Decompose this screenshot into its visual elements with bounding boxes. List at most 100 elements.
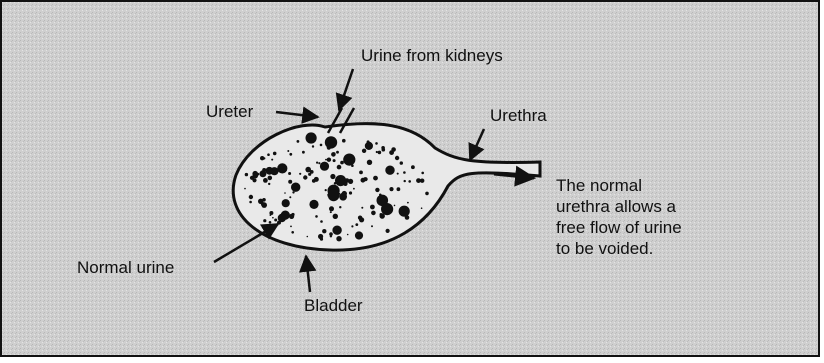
urine-particle	[395, 156, 399, 160]
label-normal-urine: Normal urine	[77, 257, 174, 278]
urine-particle	[302, 151, 305, 154]
label-bladder: Bladder	[304, 295, 363, 316]
urine-particle	[332, 226, 341, 235]
urine-particle	[379, 194, 382, 197]
urine-particle	[421, 172, 424, 175]
urine-particle	[340, 161, 344, 165]
urine-particle	[347, 234, 349, 236]
urine-particle	[380, 213, 383, 216]
urine-particle	[307, 236, 309, 238]
urine-particle	[273, 152, 277, 156]
urine-particle	[351, 225, 353, 227]
urine-particle	[267, 153, 270, 156]
urine-particle	[291, 183, 300, 192]
urine-particle	[381, 203, 393, 215]
urine-particle	[320, 144, 323, 147]
urine-particle	[407, 202, 409, 204]
urine-particle	[371, 225, 373, 227]
urine-particle	[274, 219, 277, 222]
urine-particle	[322, 229, 326, 233]
urine-particle	[386, 229, 390, 233]
urine-particle	[362, 149, 366, 153]
urine-particle	[330, 211, 332, 213]
urethra-note: The normal urethra allows a free flow of…	[556, 175, 756, 259]
urine-particle	[262, 168, 266, 172]
urine-particle	[355, 223, 358, 226]
urine-particle	[378, 151, 382, 155]
urine-particle	[269, 211, 273, 215]
urine-particle	[303, 175, 307, 179]
urine-particle	[389, 150, 394, 155]
urine-particle	[325, 189, 327, 191]
urine-particle	[367, 160, 372, 165]
urine-particle	[370, 205, 375, 210]
urine-particle	[249, 201, 252, 204]
urine-particle	[381, 146, 385, 150]
urine-particle	[399, 206, 410, 217]
urine-particle	[336, 151, 339, 154]
urine-particle	[397, 173, 399, 175]
urine-particle	[400, 161, 403, 164]
urine-particle	[306, 132, 317, 143]
urine-particle	[312, 145, 314, 147]
urine-particle	[261, 202, 265, 206]
urine-particle	[331, 152, 336, 157]
urine-particle	[288, 172, 291, 175]
urine-particle	[367, 140, 370, 143]
urine-particle	[291, 213, 294, 216]
urine-particle	[371, 211, 376, 216]
urine-particle	[250, 176, 254, 180]
urine-particle	[277, 163, 287, 173]
urine-particle	[282, 199, 290, 207]
urine-particle	[330, 235, 332, 237]
urine-particle	[425, 192, 429, 196]
urine-particle	[338, 182, 340, 184]
urine-particle	[263, 219, 266, 222]
urine-particle	[268, 183, 270, 185]
note-line: to be voided.	[556, 238, 756, 259]
urine-particle	[375, 142, 378, 145]
urine-particle	[299, 173, 301, 175]
urine-particle	[278, 214, 286, 222]
urine-particle	[315, 215, 318, 218]
urine-particle	[349, 191, 352, 194]
urine-particle	[389, 187, 393, 191]
urine-particle	[297, 140, 300, 143]
urine-particle	[403, 171, 406, 174]
urine-particle	[361, 207, 363, 209]
note-line: The normal	[556, 175, 756, 196]
urine-particle	[290, 226, 292, 228]
urine-particle	[355, 231, 363, 239]
urine-particle	[385, 166, 394, 175]
urine-particle	[271, 159, 273, 161]
urine-particle	[364, 177, 366, 179]
urine-particle	[325, 136, 337, 148]
urine-particle	[245, 173, 248, 176]
urine-particle	[342, 191, 347, 196]
urine-particle	[404, 180, 406, 182]
urine-particle	[263, 178, 268, 183]
note-line: urethra allows a	[556, 196, 756, 217]
urine-particle	[333, 159, 336, 162]
urine-particle	[333, 214, 338, 219]
urine-particle	[337, 165, 342, 170]
urine-particle	[336, 236, 341, 241]
urine-particle	[325, 159, 327, 161]
urine-particle	[353, 188, 355, 190]
urine-particle	[328, 190, 340, 202]
urine-particle	[309, 200, 318, 209]
urine-particle	[359, 171, 363, 175]
urine-particle	[330, 174, 335, 179]
urine-particle	[272, 217, 274, 219]
urine-particle	[411, 165, 415, 169]
urine-particle	[263, 157, 265, 159]
urine-particle	[421, 207, 423, 209]
urine-particle	[358, 216, 362, 220]
urine-particle	[397, 187, 401, 191]
urine-particle	[249, 195, 253, 199]
urine-particle	[316, 162, 318, 164]
urine-particle	[305, 167, 311, 173]
urine-particle	[394, 205, 396, 207]
urine-particle	[284, 192, 286, 194]
